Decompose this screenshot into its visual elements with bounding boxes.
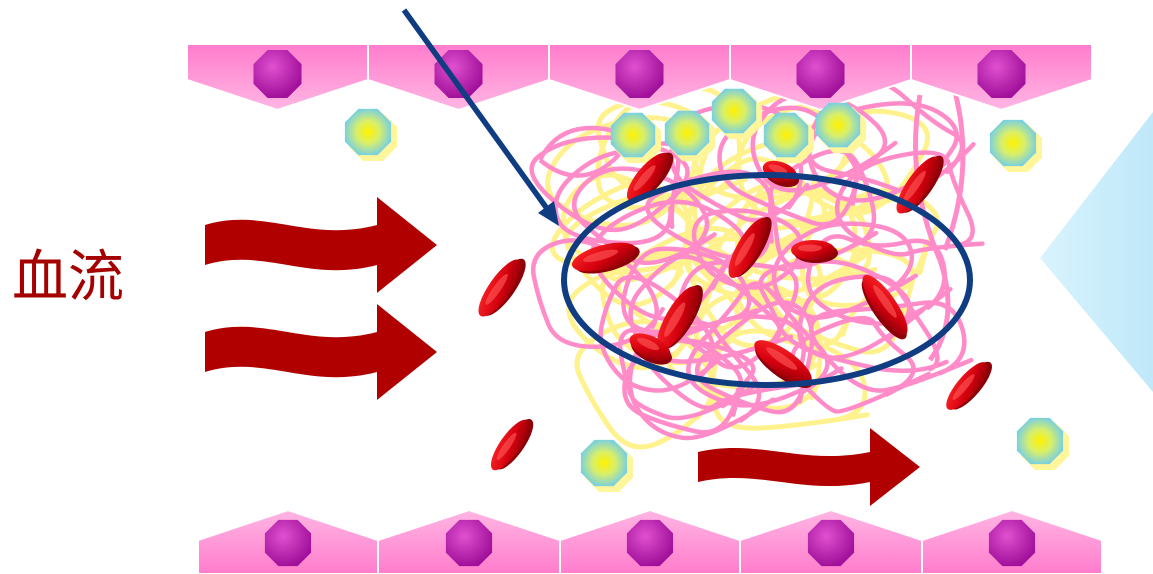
red-blood-cell-icon: [471, 251, 532, 323]
vessel-branch-wedge: [1040, 112, 1153, 392]
platelet-icon: [990, 120, 1042, 172]
nucleus-icon: [797, 50, 845, 98]
nucleus-icon: [989, 520, 1035, 566]
nucleus-icon: [978, 50, 1026, 98]
nucleus-icon: [808, 520, 854, 566]
flow-arrow-icon: [205, 197, 437, 293]
flow-arrow-icon: [205, 304, 437, 400]
endothelial-cell-icon: [740, 510, 922, 574]
platelet-icon: [764, 113, 814, 163]
flow-arrow-icon: [698, 428, 920, 506]
endothelial-cell-icon: [560, 510, 740, 574]
endothelial-row-bottom: [198, 510, 1102, 574]
nucleus-icon: [627, 520, 673, 566]
red-blood-cell-icon: [940, 354, 998, 417]
endothelial-cell-icon: [378, 510, 560, 574]
platelet-icon: [1017, 418, 1069, 470]
nucleus-icon: [446, 520, 492, 566]
endothelial-cell-icon: [368, 44, 549, 110]
annotation-pointer-line: [404, 10, 548, 210]
nucleus-icon: [435, 50, 483, 98]
endothelial-cell-icon: [922, 510, 1102, 574]
endothelial-cell-icon: [911, 44, 1092, 110]
endothelial-cell-icon: [198, 510, 378, 574]
nucleus-icon: [254, 50, 302, 98]
blood-flow-label: 血流: [12, 250, 124, 306]
platelet-icon: [345, 109, 397, 161]
nucleus-icon: [616, 50, 664, 98]
platelet-icon: [581, 440, 633, 492]
red-blood-cell-icon: [485, 412, 540, 477]
endothelial-cell-icon: [187, 44, 368, 110]
nucleus-icon: [265, 520, 311, 566]
endothelial-cell-icon: [730, 44, 911, 110]
endothelial-cell-icon: [549, 44, 730, 110]
